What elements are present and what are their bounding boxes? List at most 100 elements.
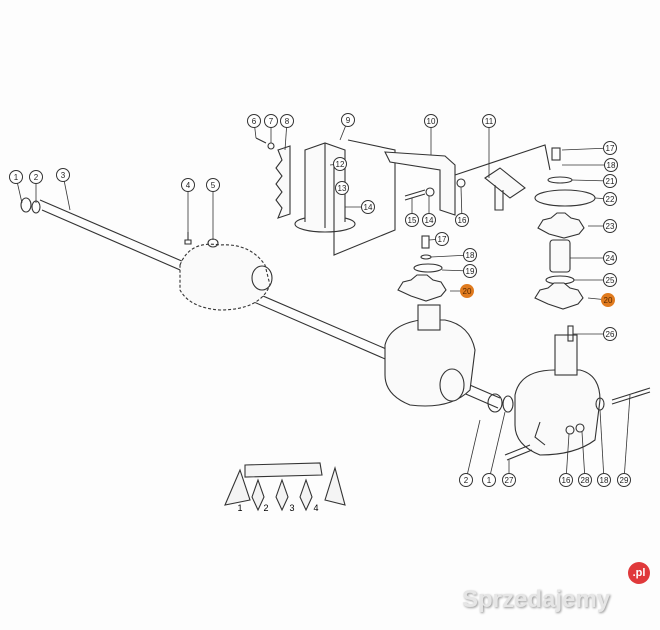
inset-row-label: 4: [313, 503, 318, 513]
disc: [534, 189, 596, 207]
callout-label: 18: [466, 251, 475, 260]
callout-circle-2: [29, 170, 43, 184]
callout-circle-9: [341, 113, 355, 127]
gearbox-middle: [384, 304, 476, 407]
bolt: [551, 147, 561, 161]
spacer-sleeve: [549, 239, 571, 273]
gearbox-right: [514, 334, 601, 456]
key: [567, 325, 574, 342]
callout-label: 2: [34, 173, 39, 182]
callout-circle-5: [206, 178, 220, 192]
callout-circle-10: [424, 114, 438, 128]
inset-row-label: 1: [237, 503, 242, 513]
callout-circle-17: [435, 232, 449, 246]
callout-label: 1: [14, 173, 19, 182]
assembly-line: [333, 139, 396, 256]
sprocket: [397, 274, 447, 302]
leader-line: [599, 409, 605, 481]
callout-circle-22: [603, 192, 617, 206]
callout-circle-1: [9, 170, 23, 184]
callout-label: 7: [269, 117, 274, 126]
callout-circle-15: [405, 213, 419, 227]
callout-circle-29: [617, 473, 631, 487]
callout-circle-18: [463, 248, 477, 262]
washer: [413, 263, 443, 273]
callout-label: 5: [211, 181, 216, 190]
watermark-badge: .pl: [628, 562, 650, 584]
callout-circle-24: [603, 251, 617, 265]
callout-label: 25: [606, 276, 615, 285]
callout-label: 19: [466, 267, 475, 276]
inset-row-label: 2: [263, 503, 268, 513]
washer: [420, 254, 432, 260]
callout-label: 18: [607, 161, 616, 170]
callout-label: 16: [562, 476, 571, 485]
watermark-text: Sprzedajemy: [462, 586, 611, 613]
washer: [267, 142, 275, 150]
bolt: [255, 137, 267, 144]
callout-label: 11: [485, 117, 494, 126]
callout-label: 8: [285, 117, 290, 126]
callout-label: 24: [606, 254, 615, 263]
leader-line: [581, 431, 586, 481]
callout-circle-3: [56, 168, 70, 182]
callout-circle-2: [459, 473, 473, 487]
callout-circle-4: [181, 178, 195, 192]
callout-label: 29: [620, 476, 629, 485]
callout-label: 17: [606, 144, 615, 153]
leader-line: [623, 394, 631, 481]
callout-circle-21: [603, 174, 617, 188]
washer: [547, 176, 573, 184]
callout-label: 21: [606, 177, 615, 186]
bracket: [384, 151, 456, 216]
gearbox-left: [179, 243, 273, 311]
leader-line: [565, 433, 570, 481]
circlip: [502, 395, 514, 413]
callout-circle-26: [603, 327, 617, 341]
bolt: [421, 235, 430, 249]
inset-row-label: 3: [289, 503, 294, 513]
leader-line: [488, 411, 506, 481]
callout-circle-11: [482, 114, 496, 128]
assembly-line: [454, 144, 551, 176]
leader-line: [561, 147, 611, 151]
callout-circle-8: [280, 114, 294, 128]
callout-circle-7: [264, 114, 278, 128]
serrated-knife: [275, 145, 291, 219]
callout-label: 6: [252, 117, 257, 126]
washer: [425, 187, 435, 197]
callout-circle-20: [460, 284, 474, 298]
sprocket: [534, 282, 584, 310]
callout-label: 13: [338, 184, 347, 193]
callout-circle-16: [455, 213, 469, 227]
callout-circle-1: [482, 473, 496, 487]
callout-label: 9: [346, 116, 351, 125]
washer: [575, 423, 585, 433]
callout-circle-18: [597, 473, 611, 487]
callout-circle-12: [333, 157, 347, 171]
callout-circle-25: [603, 273, 617, 287]
circlip: [20, 197, 32, 213]
callout-label: 27: [505, 476, 514, 485]
callout-label: 10: [427, 117, 436, 126]
callout-label: 1: [487, 476, 492, 485]
callout-label: 14: [364, 203, 373, 212]
callout-label: 22: [606, 195, 615, 204]
long-bolt: [611, 387, 651, 405]
callout-label: 28: [581, 476, 590, 485]
leader-line: [465, 419, 481, 481]
callout-circle-14: [422, 213, 436, 227]
callout-circle-23: [603, 219, 617, 233]
callout-label: 20: [604, 296, 613, 305]
callout-label: 16: [458, 216, 467, 225]
bolt: [404, 189, 426, 201]
deflector-plate: [484, 167, 526, 211]
callout-circle-19: [463, 264, 477, 278]
callout-label: 23: [606, 222, 615, 231]
header-inset: [224, 462, 346, 512]
callout-label: 17: [438, 235, 447, 244]
callout-label: 3: [61, 171, 66, 180]
nut: [565, 425, 575, 435]
callout-circle-14: [361, 200, 375, 214]
